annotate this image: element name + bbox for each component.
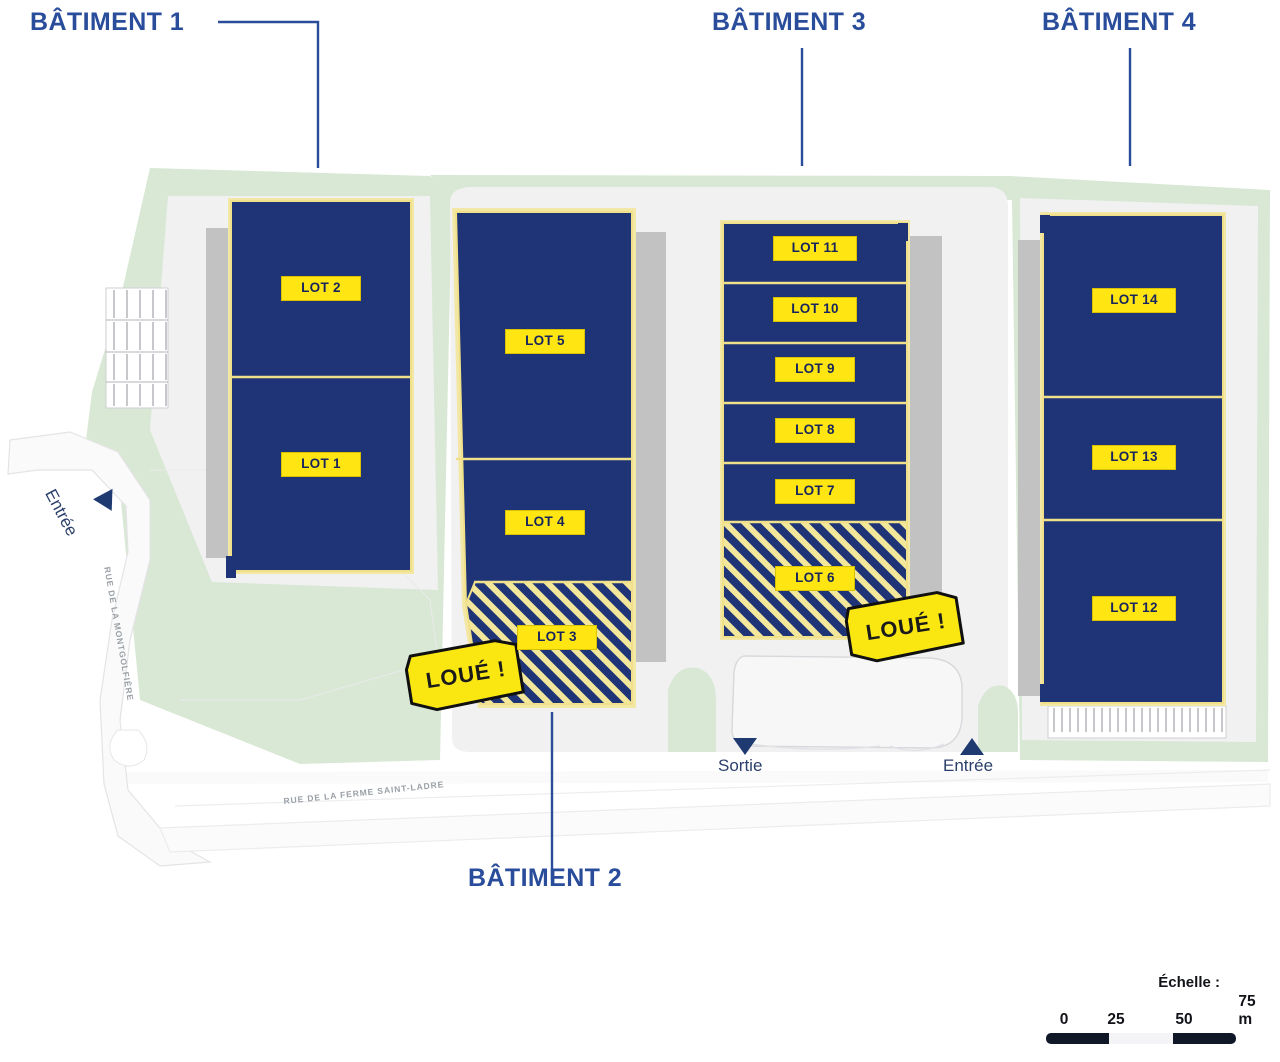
lot-label-lot10[interactable]: LOT 10 (773, 297, 857, 322)
central-island (731, 655, 963, 752)
scale-segment-3 (1172, 1033, 1236, 1044)
lot-label-lot4[interactable]: LOT 4 (505, 510, 585, 535)
scale-bar-segments (1046, 1033, 1236, 1044)
building-title-3[interactable]: BÂTIMENT 3 (712, 8, 866, 36)
lot-label-lot8[interactable]: LOT 8 (775, 418, 855, 443)
lot-label-lot13[interactable]: LOT 13 (1092, 445, 1176, 470)
scale-bar: Échelle : 0 25 50 75 m (1028, 974, 1258, 1044)
lot-label-lot1[interactable]: LOT 1 (281, 452, 361, 477)
direction-arrows (93, 488, 984, 755)
scale-segment-1 (1046, 1033, 1110, 1044)
lot-label-lot3[interactable]: LOT 3 (517, 625, 597, 650)
triangle-up-icon-entree-sud (960, 738, 984, 755)
scale-tick-0: 0 (1059, 1011, 1069, 1028)
scale-tick-row: 0 25 50 75 m (1028, 993, 1258, 1029)
building-title-2[interactable]: BÂTIMENT 2 (468, 864, 622, 892)
green-bumps (668, 667, 1018, 752)
lot-label-lot9[interactable]: LOT 9 (775, 357, 855, 382)
triangle-up-icon-entree-ouest (93, 488, 113, 511)
scale-segment-2 (1109, 1033, 1173, 1044)
building-title-1[interactable]: BÂTIMENT 1 (30, 8, 184, 36)
callout-leader-lines (218, 20, 1132, 880)
building-4[interactable] (1018, 212, 1226, 706)
parking-bat1 (105, 287, 169, 409)
street-rue-ferme (159, 769, 1271, 853)
lot-label-lot12[interactable]: LOT 12 (1092, 596, 1176, 621)
triangle-down-icon-sortie (733, 738, 757, 755)
scale-tick-75: 75 m (1238, 993, 1256, 1028)
parking-bat4 (1047, 705, 1227, 739)
access-road-west (7, 431, 439, 867)
leader-bat1 (218, 20, 320, 168)
lot-label-lot14[interactable]: LOT 14 (1092, 288, 1176, 313)
lot-label-lot11[interactable]: LOT 11 (773, 236, 857, 261)
lot-label-lot5[interactable]: LOT 5 (505, 329, 585, 354)
scale-title: Échelle : (1158, 974, 1220, 991)
building-1[interactable] (206, 198, 414, 578)
scale-tick-25: 25 (1107, 1011, 1125, 1028)
access-label-entree-sud[interactable]: Entrée (943, 756, 994, 775)
loue-tag-shapes (404, 591, 965, 712)
building-title-4[interactable]: BÂTIMENT 4 (1042, 8, 1196, 36)
scale-tick-50: 50 (1175, 1011, 1193, 1028)
lot-label-lot7[interactable]: LOT 7 (775, 479, 855, 504)
access-label-sortie[interactable]: Sortie (718, 756, 763, 775)
lot-label-lot6[interactable]: LOT 6 (775, 566, 855, 591)
lot-label-lot2[interactable]: LOT 2 (281, 276, 361, 301)
